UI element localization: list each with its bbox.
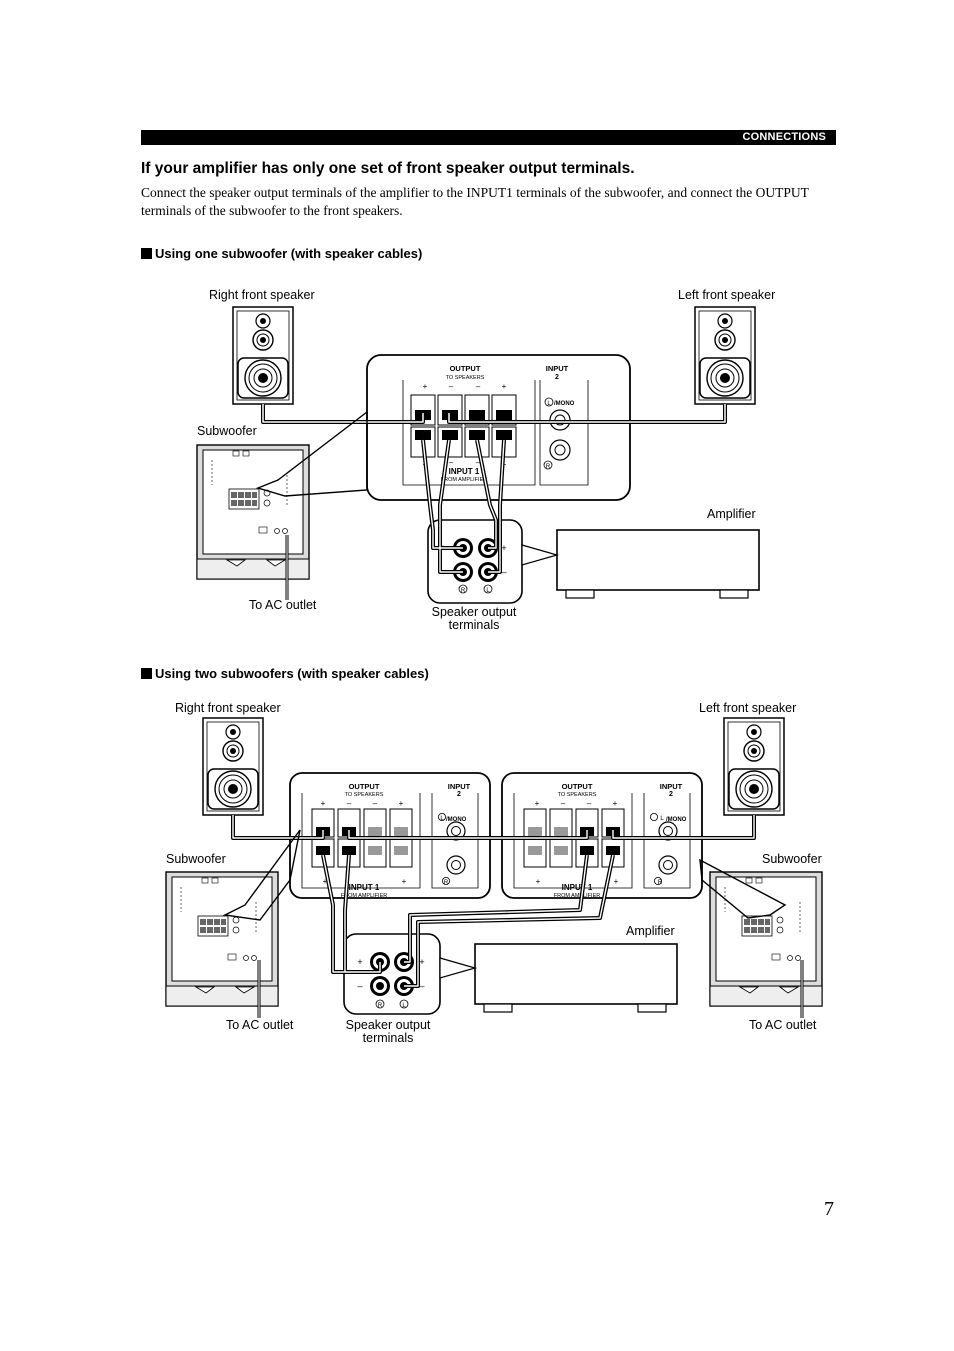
section1-title: Using one subwoofer (with speaker cables…	[141, 246, 422, 261]
to-ac-outlet-right-label: To AC outlet	[749, 1018, 817, 1032]
r-label: R	[444, 880, 449, 886]
panel-from-amplifier-label: FROM AMPLIFIER	[341, 893, 387, 899]
minus-label: –	[347, 799, 352, 808]
r-label: R	[658, 880, 663, 886]
amplifier-icon	[474, 943, 678, 1005]
panel-input2-label: INPUT	[660, 782, 683, 791]
plus-label: +	[536, 877, 541, 886]
minus-label: –	[373, 799, 378, 808]
panel-to-speakers-label: TO SPEAKERS	[558, 792, 597, 798]
panel-output-label: OUTPUT	[562, 782, 593, 791]
plus-label: +	[614, 877, 619, 886]
left-front-speaker-label: Left front speaker	[699, 701, 797, 715]
panel-input2-label: INPUT	[546, 364, 569, 373]
l-label: L	[547, 401, 551, 407]
subwoofer-right-label: Subwoofer	[762, 852, 822, 866]
left-front-speaker-icon	[723, 717, 785, 816]
plus-label: +	[323, 877, 328, 886]
section-label: CONNECTIONS	[742, 131, 826, 143]
panel-input2-num: 2	[555, 374, 559, 381]
r-label: R	[378, 1003, 383, 1009]
speaker-output-terminals-label-line2: terminals	[362, 1031, 414, 1045]
panel-input2-num: 2	[669, 791, 673, 798]
panel-output-label: OUTPUT	[349, 782, 380, 791]
minus-label: –	[476, 458, 481, 467]
minus-label: –	[357, 981, 362, 991]
right-front-speaker-icon	[232, 306, 294, 405]
panel-output-label: OUTPUT	[450, 364, 481, 373]
minus-label: –	[419, 981, 424, 991]
right-front-speaker-label: Right front speaker	[175, 701, 281, 715]
plus-label: +	[321, 799, 326, 808]
plus-label: +	[535, 799, 540, 808]
r-label: R	[461, 588, 466, 594]
to-ac-outlet-label: To AC outlet	[249, 598, 317, 612]
page-heading: If your amplifier has only one set of fr…	[141, 160, 635, 177]
r-label: R	[546, 464, 551, 470]
page-number: 7	[824, 1198, 834, 1220]
minus-label: –	[501, 567, 506, 577]
section-header-bar: CONNECTIONS	[141, 130, 836, 145]
right-front-speaker-icon	[202, 717, 264, 816]
speaker-output-terminals-label-line2: terminals	[448, 618, 500, 632]
diagram-two-subwoofers: OUTPUT TO SPEAKERS INPUT 2 + – – + + + I…	[165, 717, 823, 1018]
right-front-speaker-label: Right front speaker	[209, 288, 315, 302]
binding-post-icon	[370, 976, 390, 996]
panel-input1-label: INPUT 1	[562, 883, 593, 892]
subwoofer-left-label: Subwoofer	[166, 852, 226, 866]
speaker-output-terminals-icon	[427, 519, 523, 604]
panel-to-speakers-label: TO SPEAKERS	[446, 375, 485, 381]
left-front-speaker-icon	[694, 306, 756, 405]
minus-label: –	[449, 382, 454, 391]
section2-title: Using two subwoofers (with speaker cable…	[141, 666, 429, 681]
l-label: L	[660, 816, 664, 822]
l-mono-label: /MONO	[666, 817, 687, 823]
panel-input2-label: INPUT	[448, 782, 471, 791]
minus-label: –	[561, 799, 566, 808]
bullet-square-icon	[141, 248, 152, 259]
minus-label: –	[476, 382, 481, 391]
l-mono-label: /MONO	[554, 401, 575, 407]
diagram-one-subwoofer: OUTPUT TO SPEAKERS INPUT 2 + – – + + – –…	[196, 306, 760, 604]
plus-label: +	[399, 799, 404, 808]
panel-from-amplifier-label: FROM AMPLIFIER	[441, 477, 487, 483]
to-ac-outlet-left-label: To AC outlet	[226, 1018, 294, 1032]
minus-label: –	[449, 458, 454, 467]
panel-from-amplifier-label: FROM AMPLIFIER	[554, 893, 600, 899]
minus-label: –	[587, 799, 592, 808]
l-mono-label: /MONO	[446, 817, 467, 823]
plus-label: +	[357, 957, 362, 967]
plus-label: +	[402, 877, 407, 886]
bullet-square-icon	[141, 668, 152, 679]
amplifier-label: Amplifier	[626, 924, 675, 938]
speaker-output-terminals-label: Speaker output	[345, 1018, 431, 1032]
panel-input2-num: 2	[457, 791, 461, 798]
plus-label: +	[419, 957, 424, 967]
subwoofer-icon	[709, 871, 823, 1007]
left-front-speaker-label: Left front speaker	[678, 288, 776, 302]
amplifier-icon	[556, 529, 760, 591]
plus-label: +	[501, 543, 506, 553]
l-label: L	[402, 1003, 406, 1009]
subwoofer-icon	[165, 871, 279, 1007]
body-paragraph: Connect the speaker output terminals of …	[141, 185, 809, 218]
plus-label: +	[613, 799, 618, 808]
plus-label: +	[423, 382, 428, 391]
l-label: L	[440, 816, 444, 822]
speaker-output-terminals-label: Speaker output	[431, 605, 517, 619]
subwoofer-icon	[196, 444, 310, 580]
plus-label: +	[502, 382, 507, 391]
panel-to-speakers-label: TO SPEAKERS	[345, 792, 384, 798]
subwoofer-label: Subwoofer	[197, 424, 257, 438]
panel-input1-label: INPUT 1	[449, 467, 480, 476]
amplifier-label: Amplifier	[707, 507, 756, 521]
panel-input1-label: INPUT 1	[349, 883, 380, 892]
l-label: L	[486, 588, 490, 594]
